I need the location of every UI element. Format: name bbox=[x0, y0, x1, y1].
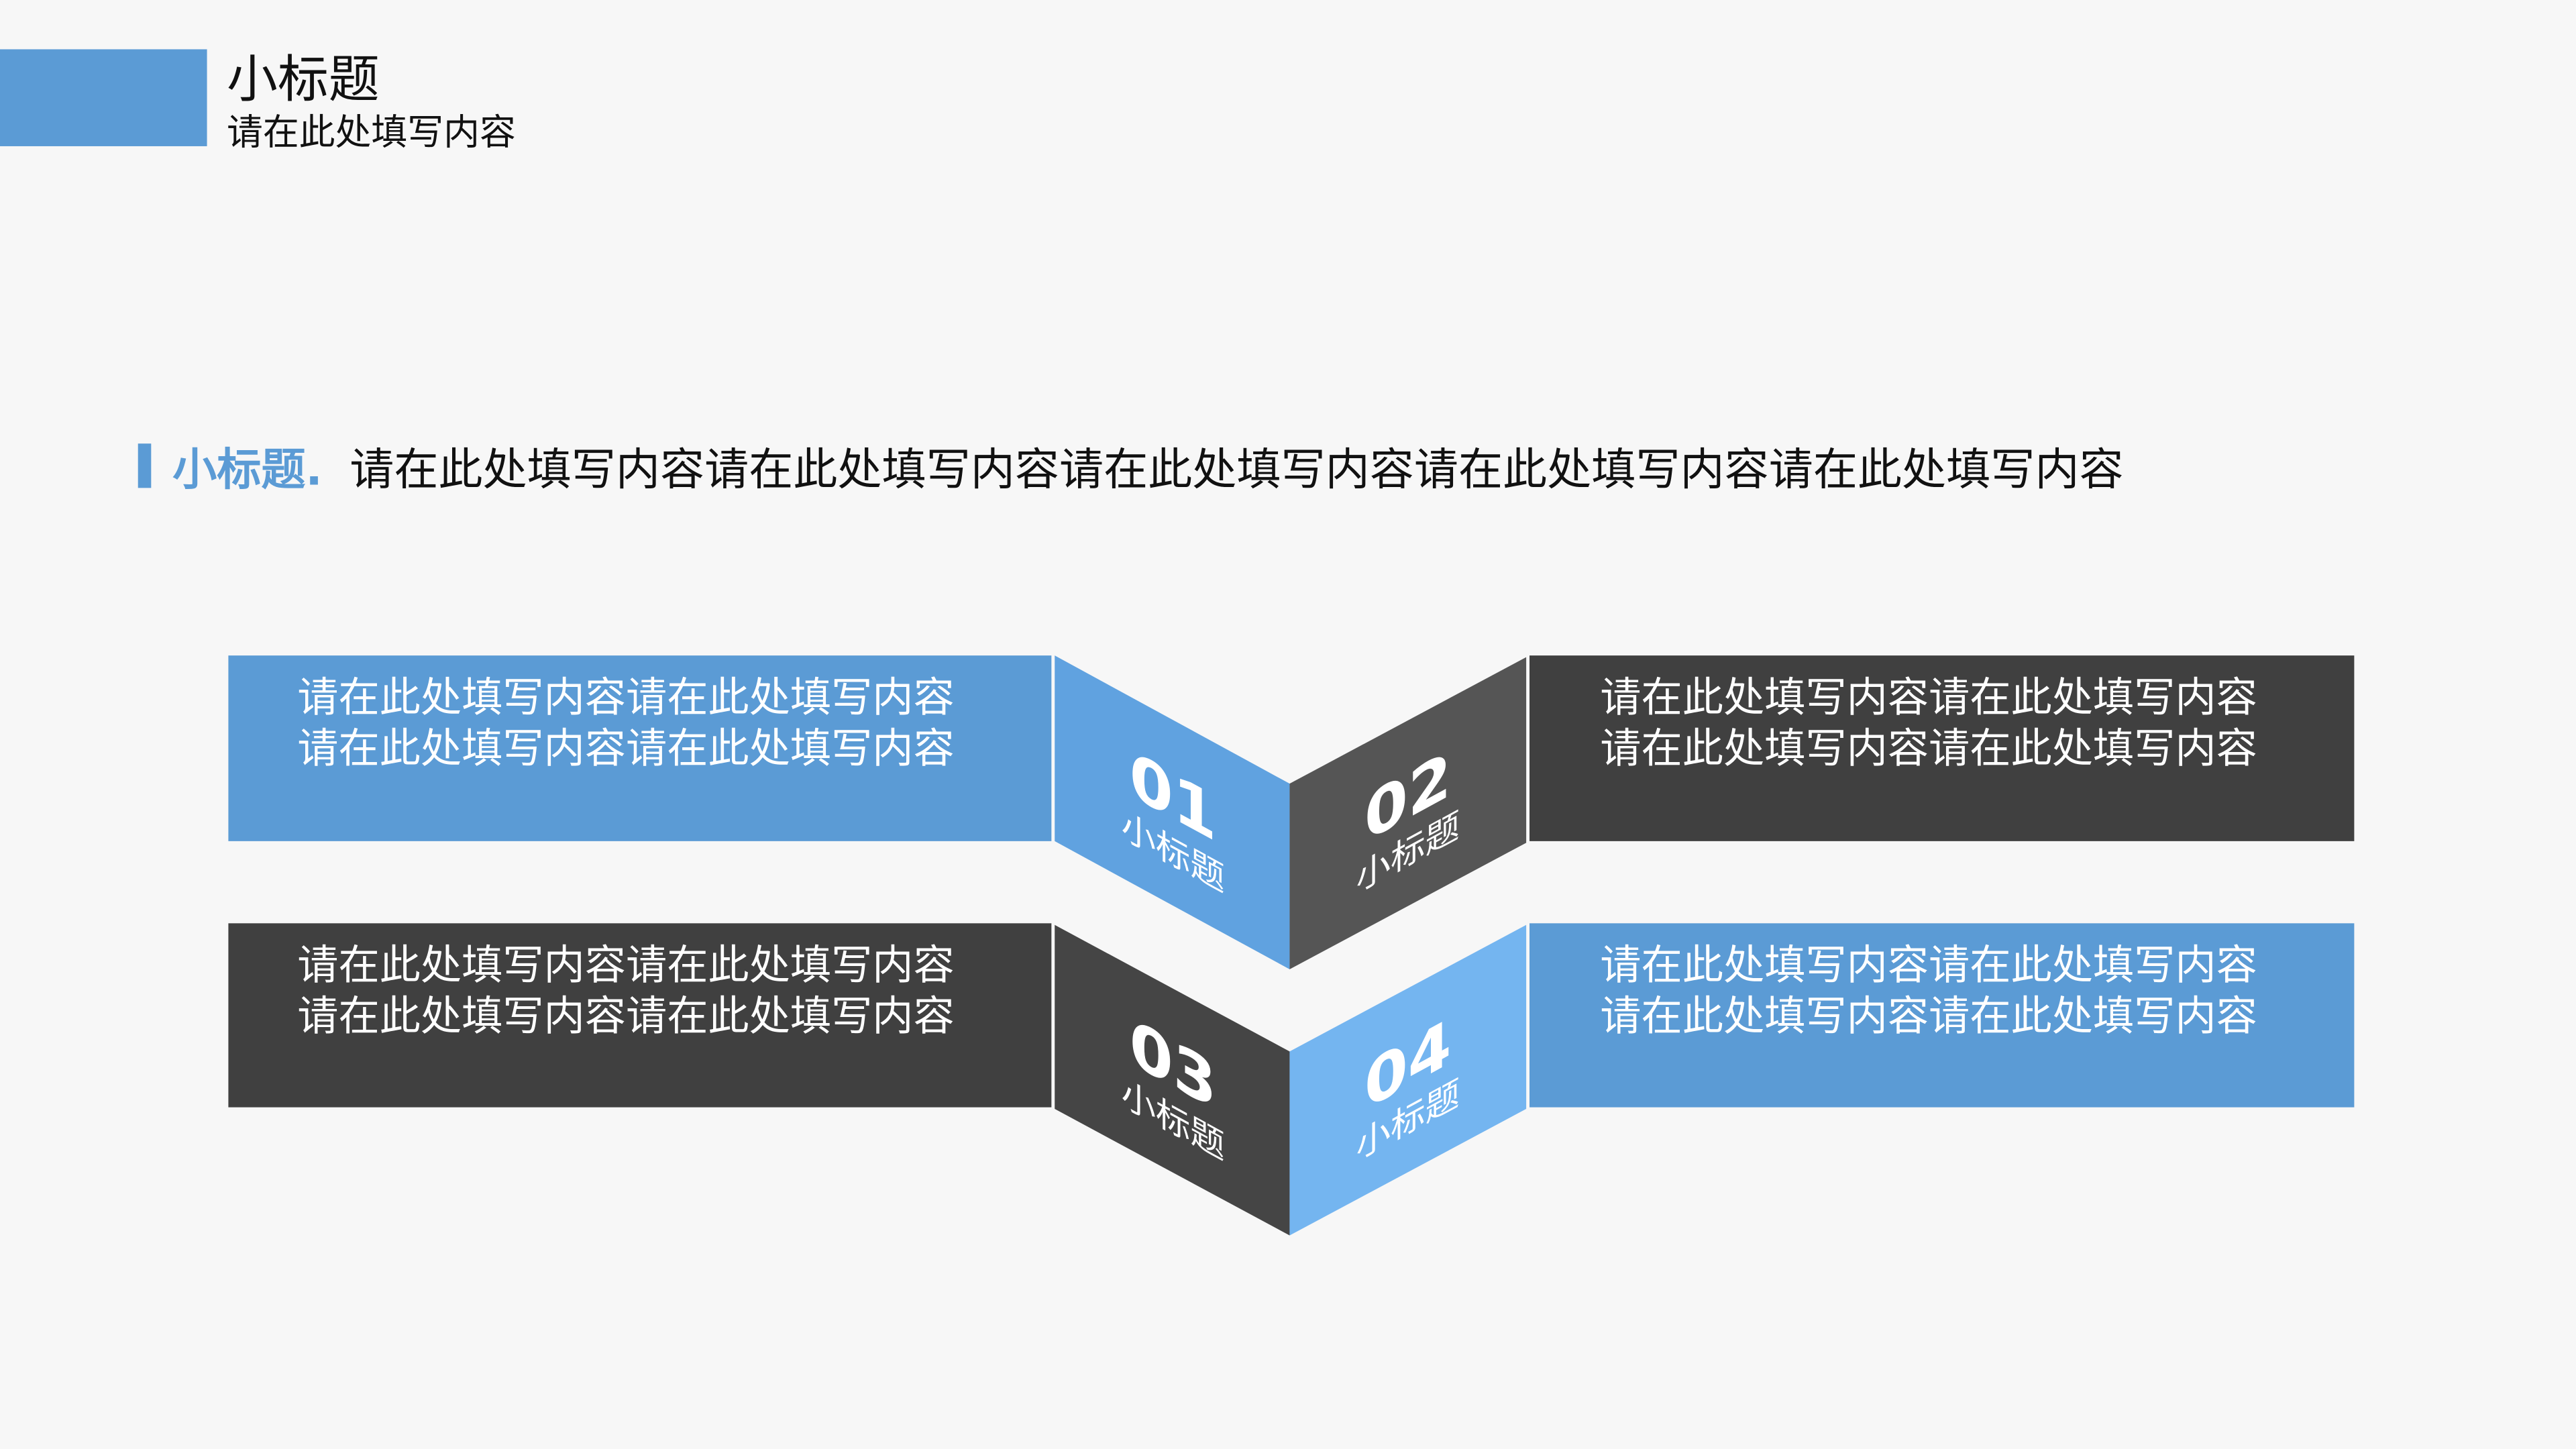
item-04-box bbox=[1529, 923, 2355, 1108]
item-01: 请在此处填写内容请在此处填写内容 请在此处填写内容请在此处填写内容 01 小标题 bbox=[228, 655, 1290, 969]
item-02-fold bbox=[1289, 657, 1527, 969]
item-02: 请在此处填写内容请在此处填写内容 请在此处填写内容请在此处填写内容 02 小标题 bbox=[1289, 655, 2355, 969]
header-accent-block bbox=[0, 49, 207, 146]
item-03-line-2: 请在此处填写内容请在此处填写内容 bbox=[297, 993, 955, 1040]
item-03-box bbox=[228, 923, 1052, 1108]
item-01-fold bbox=[1055, 655, 1290, 969]
item-02-line-1: 请在此处填写内容请在此处填写内容 bbox=[1600, 674, 2257, 721]
header-subtitle: 请在此处填写内容 bbox=[227, 111, 516, 154]
item-04-line-2: 请在此处填写内容请在此处填写内容 bbox=[1600, 993, 2257, 1040]
headline-label: 小标题. bbox=[172, 443, 322, 495]
header-title: 小标题 bbox=[227, 50, 380, 109]
item-03-fold bbox=[1055, 924, 1290, 1236]
item-01-line-2: 请在此处填写内容请在此处填写内容 bbox=[297, 724, 955, 772]
item-02-box bbox=[1529, 655, 2355, 841]
headline: 小标题. 请在此处填写内容请在此处填写内容请在此处填写内容请在此处填写内容请在此… bbox=[172, 443, 2123, 495]
headline-bar bbox=[138, 443, 152, 488]
item-04: 请在此处填写内容请在此处填写内容 请在此处填写内容请在此处填写内容 04 小标题 bbox=[1289, 923, 2355, 1236]
item-04-line-1: 请在此处填写内容请在此处填写内容 bbox=[1600, 942, 2257, 989]
item-04-fold bbox=[1289, 924, 1527, 1236]
item-03-line-1: 请在此处填写内容请在此处填写内容 bbox=[297, 942, 955, 989]
item-01-line-1: 请在此处填写内容请在此处填写内容 bbox=[297, 674, 955, 721]
headline-text: 请在此处填写内容请在此处填写内容请在此处填写内容请在此处填写内容请在此处填写内容 bbox=[350, 443, 2123, 495]
item-01-box bbox=[228, 655, 1052, 841]
item-02-line-2: 请在此处填写内容请在此处填写内容 bbox=[1600, 724, 2257, 772]
item-03: 请在此处填写内容请在此处填写内容 请在此处填写内容请在此处填写内容 03 小标题 bbox=[228, 923, 1290, 1236]
